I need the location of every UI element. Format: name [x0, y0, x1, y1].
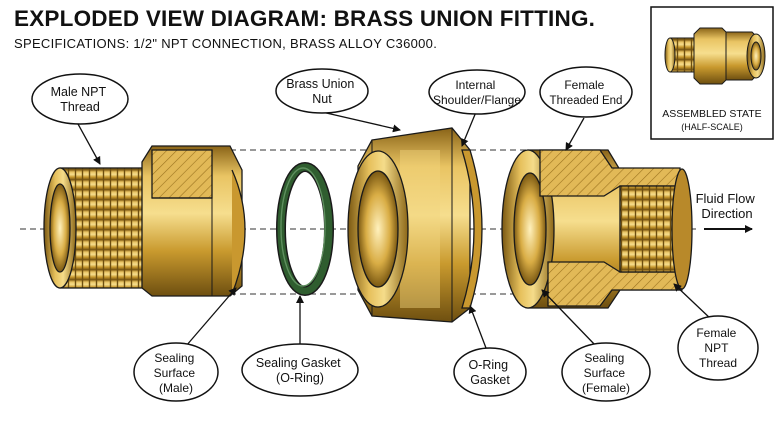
o-ring-gasket-part	[276, 162, 334, 296]
female-npt-thread-line-1: Female	[696, 326, 736, 340]
inset-label: ASSEMBLED STATE	[662, 108, 761, 120]
male-npt-thread-label: Male NPT Thread	[51, 85, 110, 114]
brass-union-nut-line-1: Brass Union	[286, 77, 354, 91]
male-npt-thread-line-1: Male NPT	[51, 85, 107, 99]
callout-sealing-gasket	[241, 343, 359, 397]
nut-bore	[357, 170, 399, 288]
female-threaded-end-line-1: Female	[564, 78, 604, 92]
male-npt-thread-line-2: Thread	[60, 100, 100, 114]
sealing-surface-male-line-3: (Male)	[159, 381, 193, 395]
sealing-surface-male-label: Sealing Surface (Male)	[154, 351, 199, 395]
assembled-state-inset: ASSEMBLED STATE (HALF-SCALE)	[650, 6, 774, 140]
brass-union-nut-line-2: Nut	[312, 92, 332, 106]
female-threaded-end-label: Female Threaded End	[550, 78, 623, 107]
callout-brass-union-nut	[275, 68, 369, 114]
male-fitting	[43, 145, 246, 297]
sealing-surface-male-line-2: Surface	[154, 366, 196, 380]
brass-union-nut-label: Brass Union Nut	[286, 77, 358, 106]
fluid-flow-line-2: Direction	[701, 206, 752, 221]
page-subtitle: SPECIFICATIONS: 1/2" NPT CONNECTION, BRA…	[14, 36, 438, 51]
male-sealing-face	[231, 169, 246, 295]
leader-lines	[77, 111, 713, 349]
male-cutaway-section	[151, 149, 213, 199]
callout-sealing-surface-male	[133, 342, 219, 402]
sealing-surface-female-label: Sealing Surface (Female)	[582, 351, 630, 395]
callout-labels: Male NPT Thread Brass Union Nut Internal…	[51, 77, 739, 395]
female-internal-threads	[619, 185, 681, 273]
callout-internal-shoulder	[428, 69, 526, 115]
internal-shoulder-label: Internal Shoulder/Flange	[433, 78, 521, 107]
callout-male-npt-thread	[31, 73, 129, 125]
o-ring-gasket-label: O-Ring Gasket	[468, 358, 511, 387]
sealing-gasket-label: Sealing Gasket (O-Ring)	[256, 356, 344, 385]
female-npt-thread-line-3: Thread	[699, 356, 737, 370]
callout-sealing-surface-female	[561, 342, 651, 402]
callout-o-ring-gasket	[453, 347, 527, 397]
union-nut-part	[347, 127, 483, 323]
internal-shoulder-line-2: Shoulder/Flange	[433, 93, 521, 107]
internal-shoulder-line-1: Internal	[455, 78, 495, 92]
sealing-surface-male-line-1: Sealing	[154, 351, 194, 365]
o-ring-gasket-line-2: Gasket	[470, 373, 510, 387]
assembled-fitting-icon	[664, 27, 766, 85]
sealing-gasket-line-1: Sealing Gasket	[256, 356, 341, 370]
female-threaded-end-line-2: Threaded End	[550, 95, 623, 107]
fluid-flow-label: Fluid Flow Direction	[696, 191, 759, 221]
male-bore	[49, 183, 71, 273]
callout-bubbles	[31, 66, 759, 402]
female-fitting	[501, 149, 693, 309]
sealing-surface-female-line-3: (Female)	[582, 381, 630, 395]
callout-female-threaded-end	[539, 66, 633, 118]
sealing-surface-female-line-2: Surface	[584, 366, 626, 380]
o-ring-gasket-line-1: O-Ring	[468, 358, 508, 372]
female-npt-thread-line-2: NPT	[704, 341, 729, 355]
sealing-gasket-line-2: (O-Ring)	[276, 371, 324, 385]
female-npt-thread-label: Female NPT Thread	[696, 326, 739, 370]
callout-female-npt-thread	[677, 315, 759, 381]
page-title: EXPLODED VIEW DIAGRAM: BRASS UNION FITTI…	[14, 6, 596, 31]
fluid-flow-line-1: Fluid Flow	[696, 191, 756, 206]
sealing-surface-female-line-1: Sealing	[584, 351, 624, 365]
inset-sublabel: (HALF-SCALE)	[681, 122, 743, 132]
